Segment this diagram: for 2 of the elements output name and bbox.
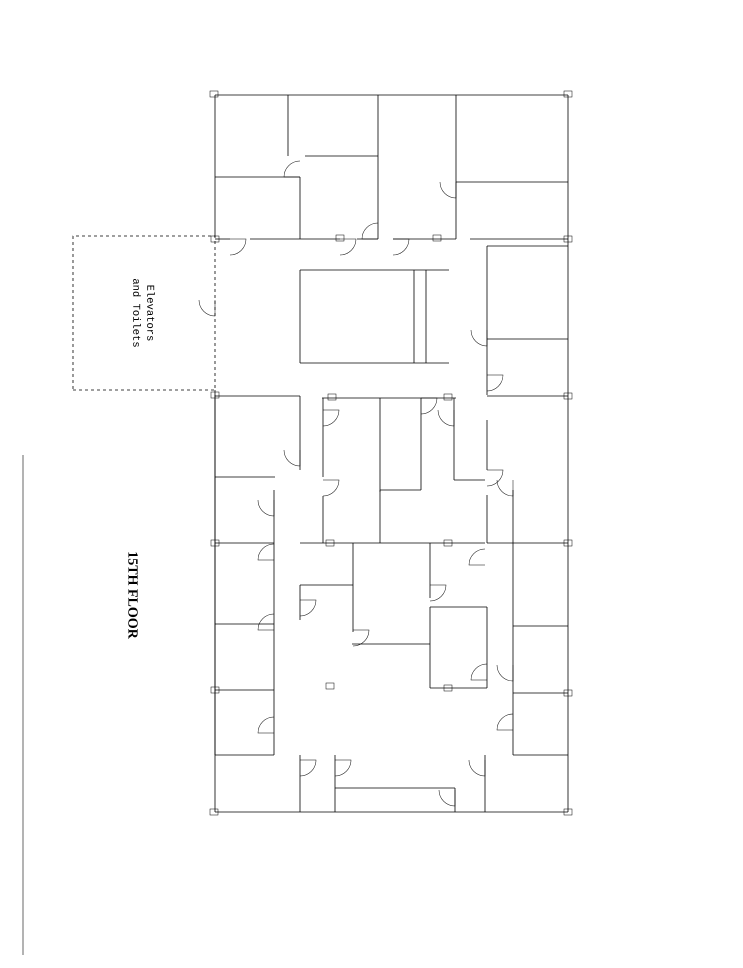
floor-title: 15TH FLOOR xyxy=(128,552,138,639)
room-box: Elevators and Toilets xyxy=(72,236,216,390)
